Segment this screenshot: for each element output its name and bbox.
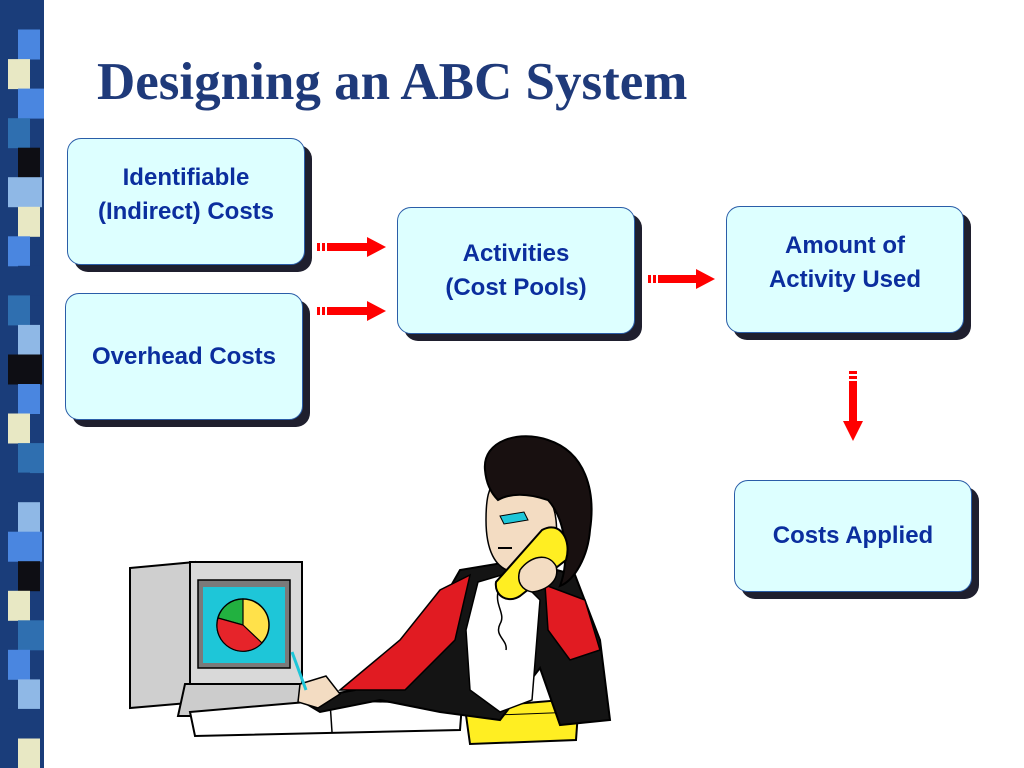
stripe-block	[18, 384, 40, 414]
stripe-block	[18, 561, 40, 592]
stripe-block	[18, 265, 44, 296]
stripe-block	[18, 738, 40, 768]
costs-applied-box: Costs Applied	[734, 480, 972, 592]
arrow-amount-to-applied	[843, 371, 863, 441]
stripe-block	[8, 590, 30, 621]
stripe-block	[18, 29, 40, 60]
stripe-block	[18, 147, 40, 178]
decorative-left-stripe	[0, 0, 44, 768]
stripe-block	[8, 708, 42, 739]
overhead-costs-box: Overhead Costs	[65, 293, 303, 420]
arrow-overhead-to-activities	[317, 301, 386, 321]
stripe-block	[18, 620, 44, 651]
stripe-block	[8, 118, 30, 149]
identifiable-line-1: Identifiable	[122, 163, 250, 191]
stripe-block	[8, 236, 30, 267]
activities-line-2: (Cost Pools)	[445, 273, 587, 301]
stripe-block	[18, 88, 44, 119]
amount-of-activity-used-box: Amount of Activity Used	[726, 206, 964, 333]
identifiable-indirect-costs-box: Identifiable (Indirect) Costs	[67, 138, 305, 265]
activities-line-1: Activities	[462, 239, 570, 267]
pie-chart-icon	[216, 598, 270, 652]
activities-cost-pools-box: Activities (Cost Pools)	[397, 207, 635, 334]
stripe-block	[8, 531, 42, 562]
stripe-block	[8, 472, 30, 503]
stripe-block	[8, 177, 42, 208]
stripe-block	[8, 295, 30, 326]
person-body	[290, 558, 612, 727]
identifiable-line-2: (Indirect) Costs	[97, 197, 274, 225]
telephone-receiver-icon	[494, 526, 569, 651]
stripe-block	[18, 443, 44, 474]
stripe-block	[18, 324, 40, 355]
arrow-identifiable-to-activities	[317, 237, 386, 257]
stripe-block	[18, 679, 40, 710]
stripe-block	[8, 413, 30, 444]
stripe-block	[18, 206, 40, 237]
applied-label: Costs Applied	[772, 522, 934, 550]
amount-line-1: Amount of	[785, 231, 905, 259]
person-at-computer-clipart	[129, 435, 612, 746]
stripe-block	[8, 0, 42, 30]
stripe-block	[18, 502, 40, 533]
overhead-label: Overhead Costs	[91, 342, 277, 370]
stripe-block	[8, 354, 42, 385]
stripe-block	[8, 649, 30, 680]
arrow-activities-to-amount	[648, 269, 715, 289]
amount-line-2: Activity Used	[768, 265, 922, 293]
stripe-block	[8, 59, 30, 90]
slide-title: Designing an ABC System	[97, 53, 688, 111]
